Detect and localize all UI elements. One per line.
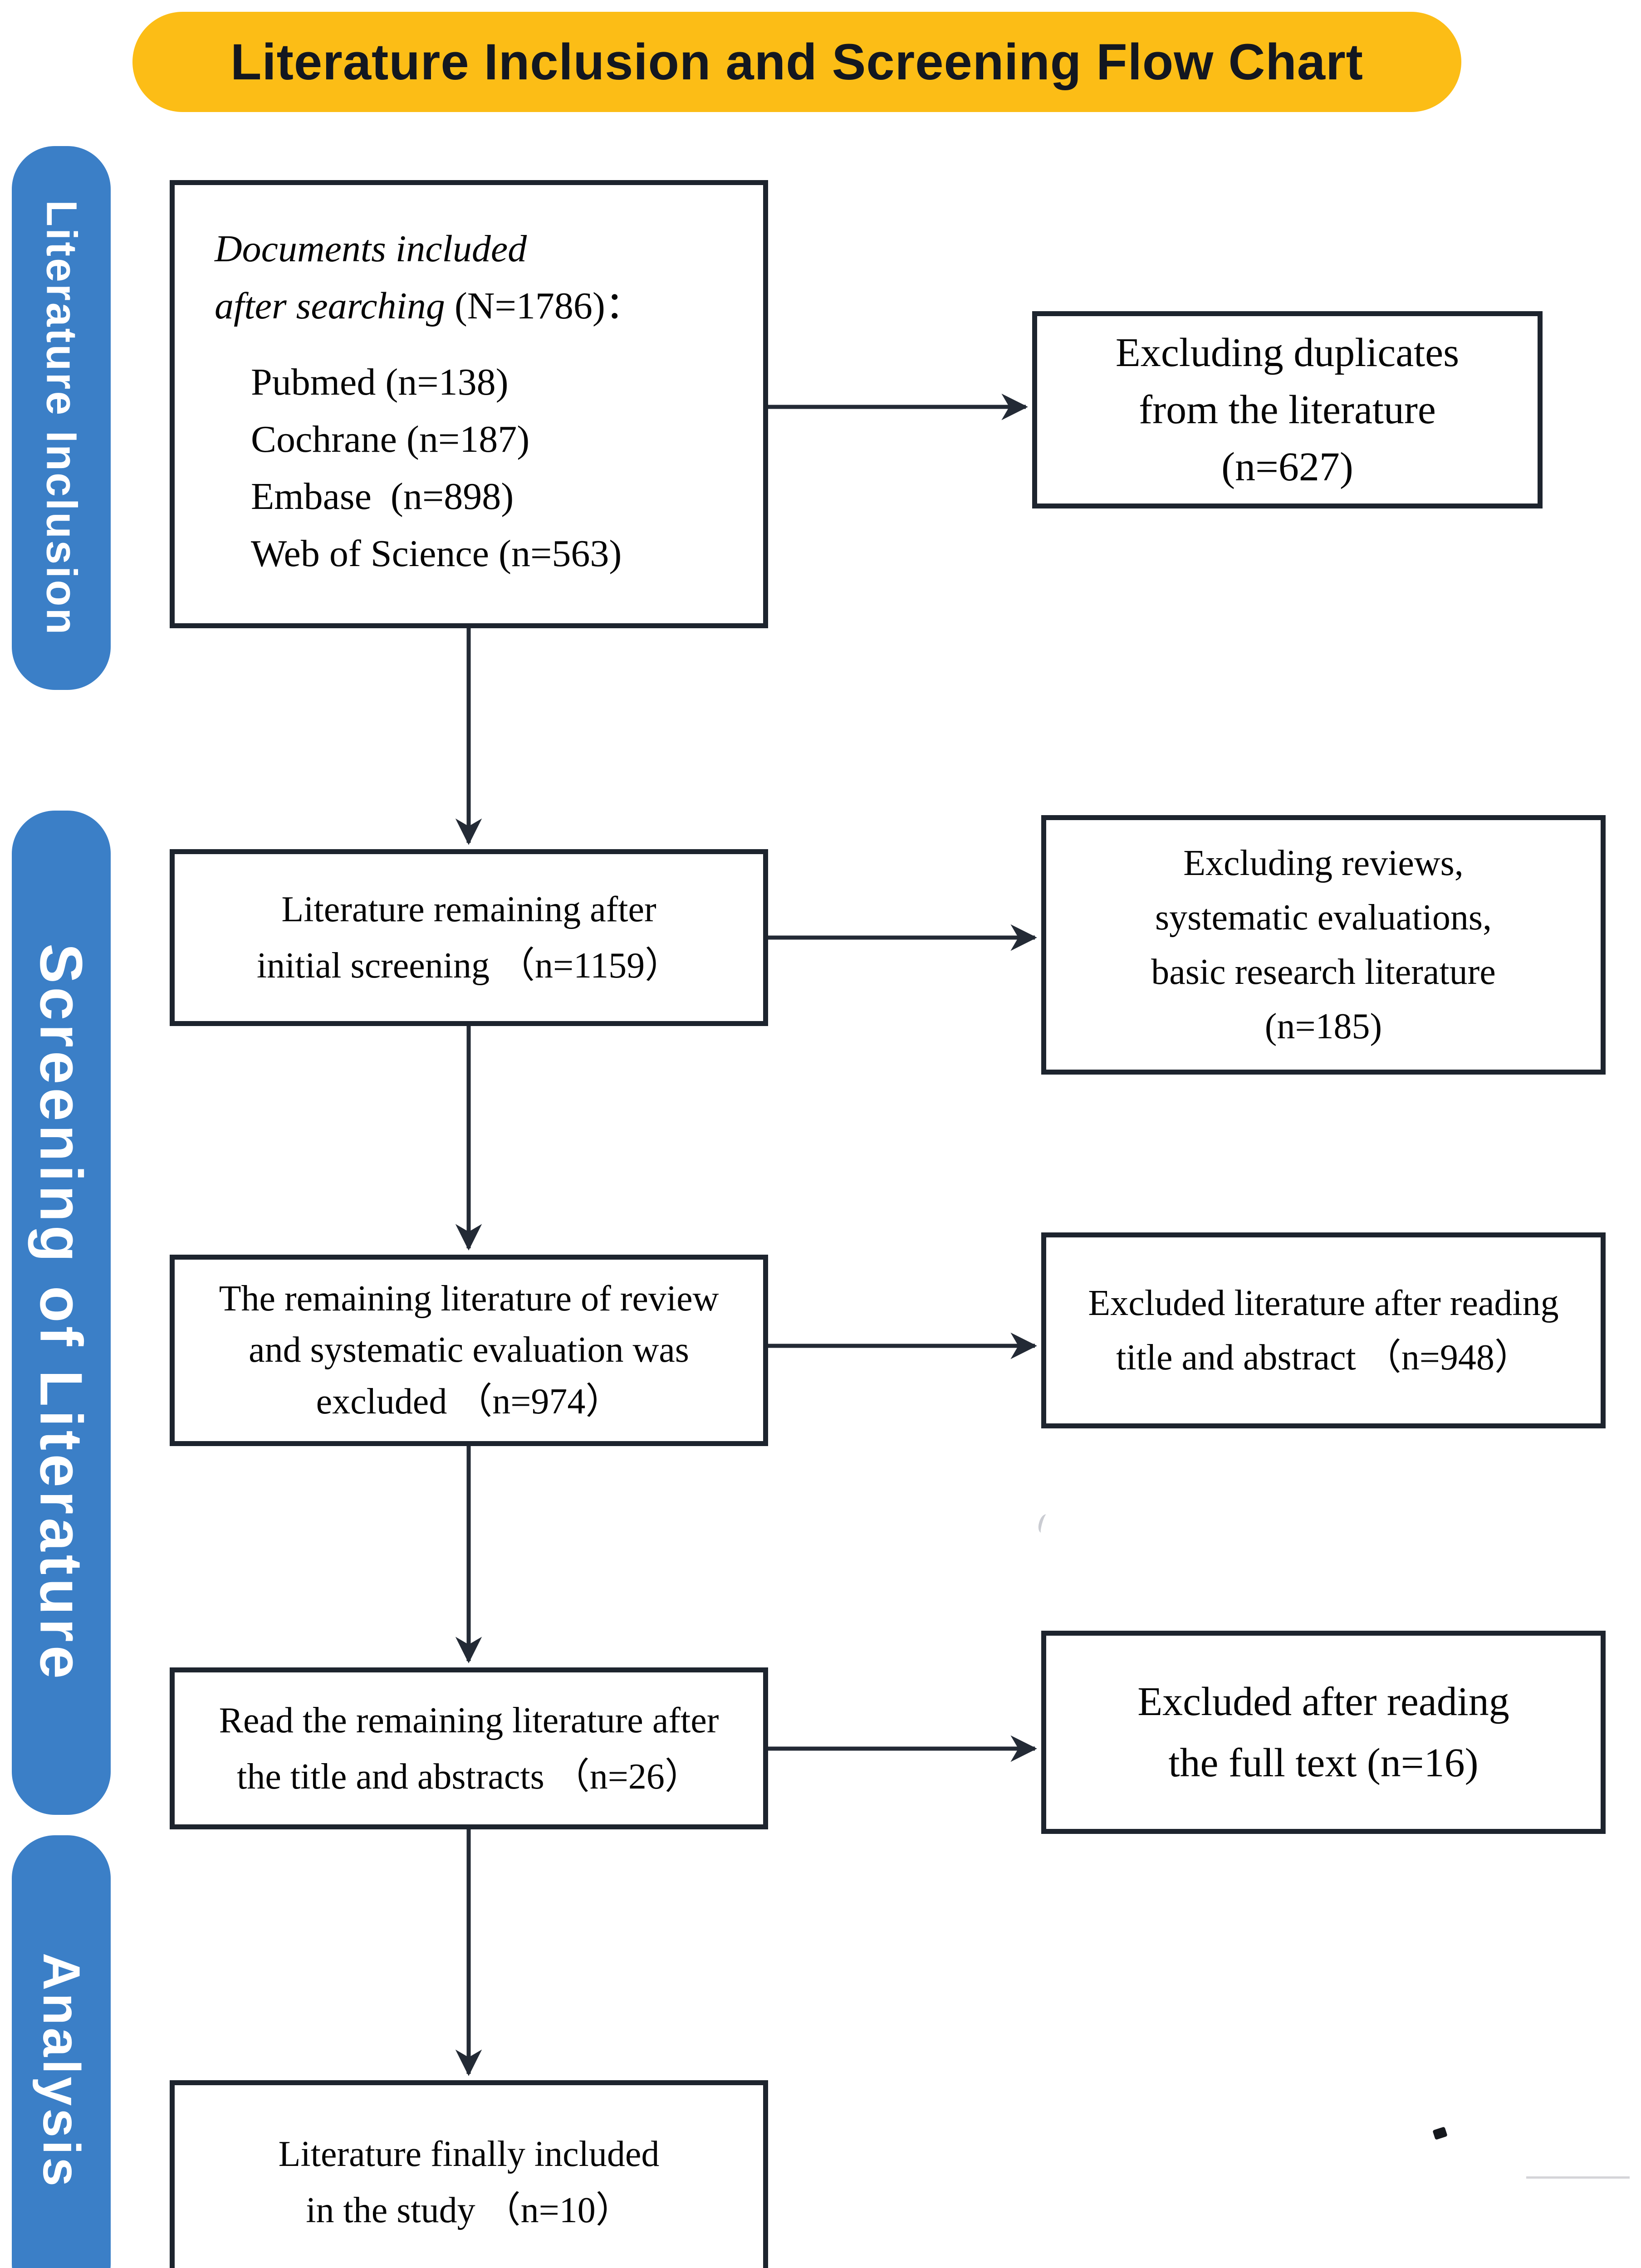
box-fulltext-line2: the full text (n=16)	[1168, 1740, 1479, 1785]
box-documents-lead-line2: after searching (N=1786)：	[215, 285, 643, 327]
box-types-line3: basic research literature	[1151, 952, 1496, 992]
box-initial-screening: Literature remaining after initial scree…	[170, 849, 768, 1026]
box-final-line2: in the study （n=10）	[306, 2190, 632, 2230]
box-read-line1: Read the remaining literature after	[219, 1700, 719, 1740]
source-embase: Embase (n=898)	[251, 475, 514, 518]
box-excluded-after-fulltext: Excluded after reading the full text (n=…	[1041, 1631, 1606, 1834]
box-finally-included: Literature finally included in the study…	[170, 2080, 768, 2268]
box-types-line1: Excluding reviews,	[1183, 843, 1464, 883]
box-review-line3: excluded （n=974）	[316, 1381, 622, 1422]
box-documents-lead-line1: Documents included	[215, 228, 527, 270]
box-read-remaining: Read the remaining literature after the …	[170, 1667, 768, 1829]
stage-label-literature-inclusion: Literature Inclusion	[37, 200, 86, 636]
box-read-line2: the title and abstracts （n=26）	[237, 1756, 701, 1797]
stage-bar-screening-of-literature: Screening of Literature	[12, 811, 111, 1815]
box-abstract-line2: title and abstract （n=948）	[1116, 1338, 1531, 1378]
scan-line-artifact	[1526, 2176, 1630, 2179]
box-review-excluded: The remaining literature of review and s…	[170, 1255, 768, 1446]
box-types-line4: (n=185)	[1264, 1007, 1382, 1046]
box-dup-line1: Excluding duplicates	[1115, 330, 1460, 375]
source-cochrane: Cochrane (n=187)	[251, 418, 530, 460]
source-web-of-science: Web of Science (n=563)	[251, 533, 622, 575]
box-types-line2: systematic evaluations,	[1155, 898, 1492, 938]
chart-title: Literature Inclusion and Screening Flow …	[132, 12, 1461, 112]
stage-label-screening-of-literature: Screening of Literature	[28, 943, 95, 1682]
box-dup-line3: (n=627)	[1221, 444, 1353, 489]
stage-bar-analysis: Analysis	[12, 1835, 111, 2268]
box-abstract-line1: Excluded literature after reading	[1088, 1283, 1559, 1323]
box-excluded-after-abstract: Excluded literature after reading title …	[1041, 1232, 1606, 1428]
stage-label-analysis: Analysis	[32, 1953, 90, 2190]
box-initial-line2: initial screening （n=1159）	[256, 946, 681, 986]
box-review-line2: and systematic evaluation was	[249, 1330, 689, 1370]
box-dup-line2: from the literature	[1139, 387, 1436, 432]
box-excluding-duplicates: Excluding duplicates from the literature…	[1032, 311, 1543, 508]
box-final-line1: Literature finally included	[278, 2134, 660, 2174]
box-excluding-reviews: Excluding reviews, systematic evaluation…	[1041, 815, 1606, 1075]
box-fulltext-line1: Excluded after reading	[1137, 1679, 1509, 1724]
box-review-line1: The remaining literature of review	[219, 1278, 719, 1319]
source-pubmed: Pubmed (n=138)	[251, 361, 509, 403]
stage-bar-literature-inclusion: Literature Inclusion	[12, 146, 111, 690]
box-initial-line1: Literature remaining after	[281, 890, 656, 929]
box-documents-included: Documents included after searching (N=17…	[170, 180, 768, 628]
